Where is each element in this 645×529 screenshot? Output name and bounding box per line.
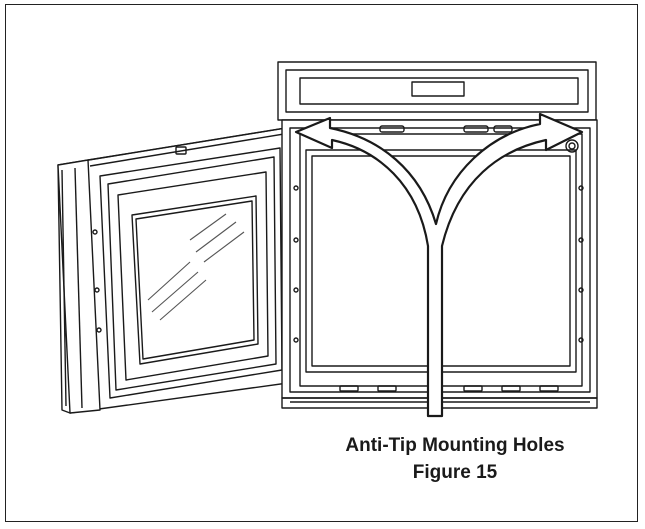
display-window: [411, 81, 465, 97]
split-arrow: [294, 112, 584, 418]
oven-door: [57, 125, 301, 414]
door-glass: [131, 195, 259, 365]
figure-number: Figure 15: [412, 462, 498, 483]
caption-title: Anti-Tip Mounting Holes: [345, 435, 565, 456]
